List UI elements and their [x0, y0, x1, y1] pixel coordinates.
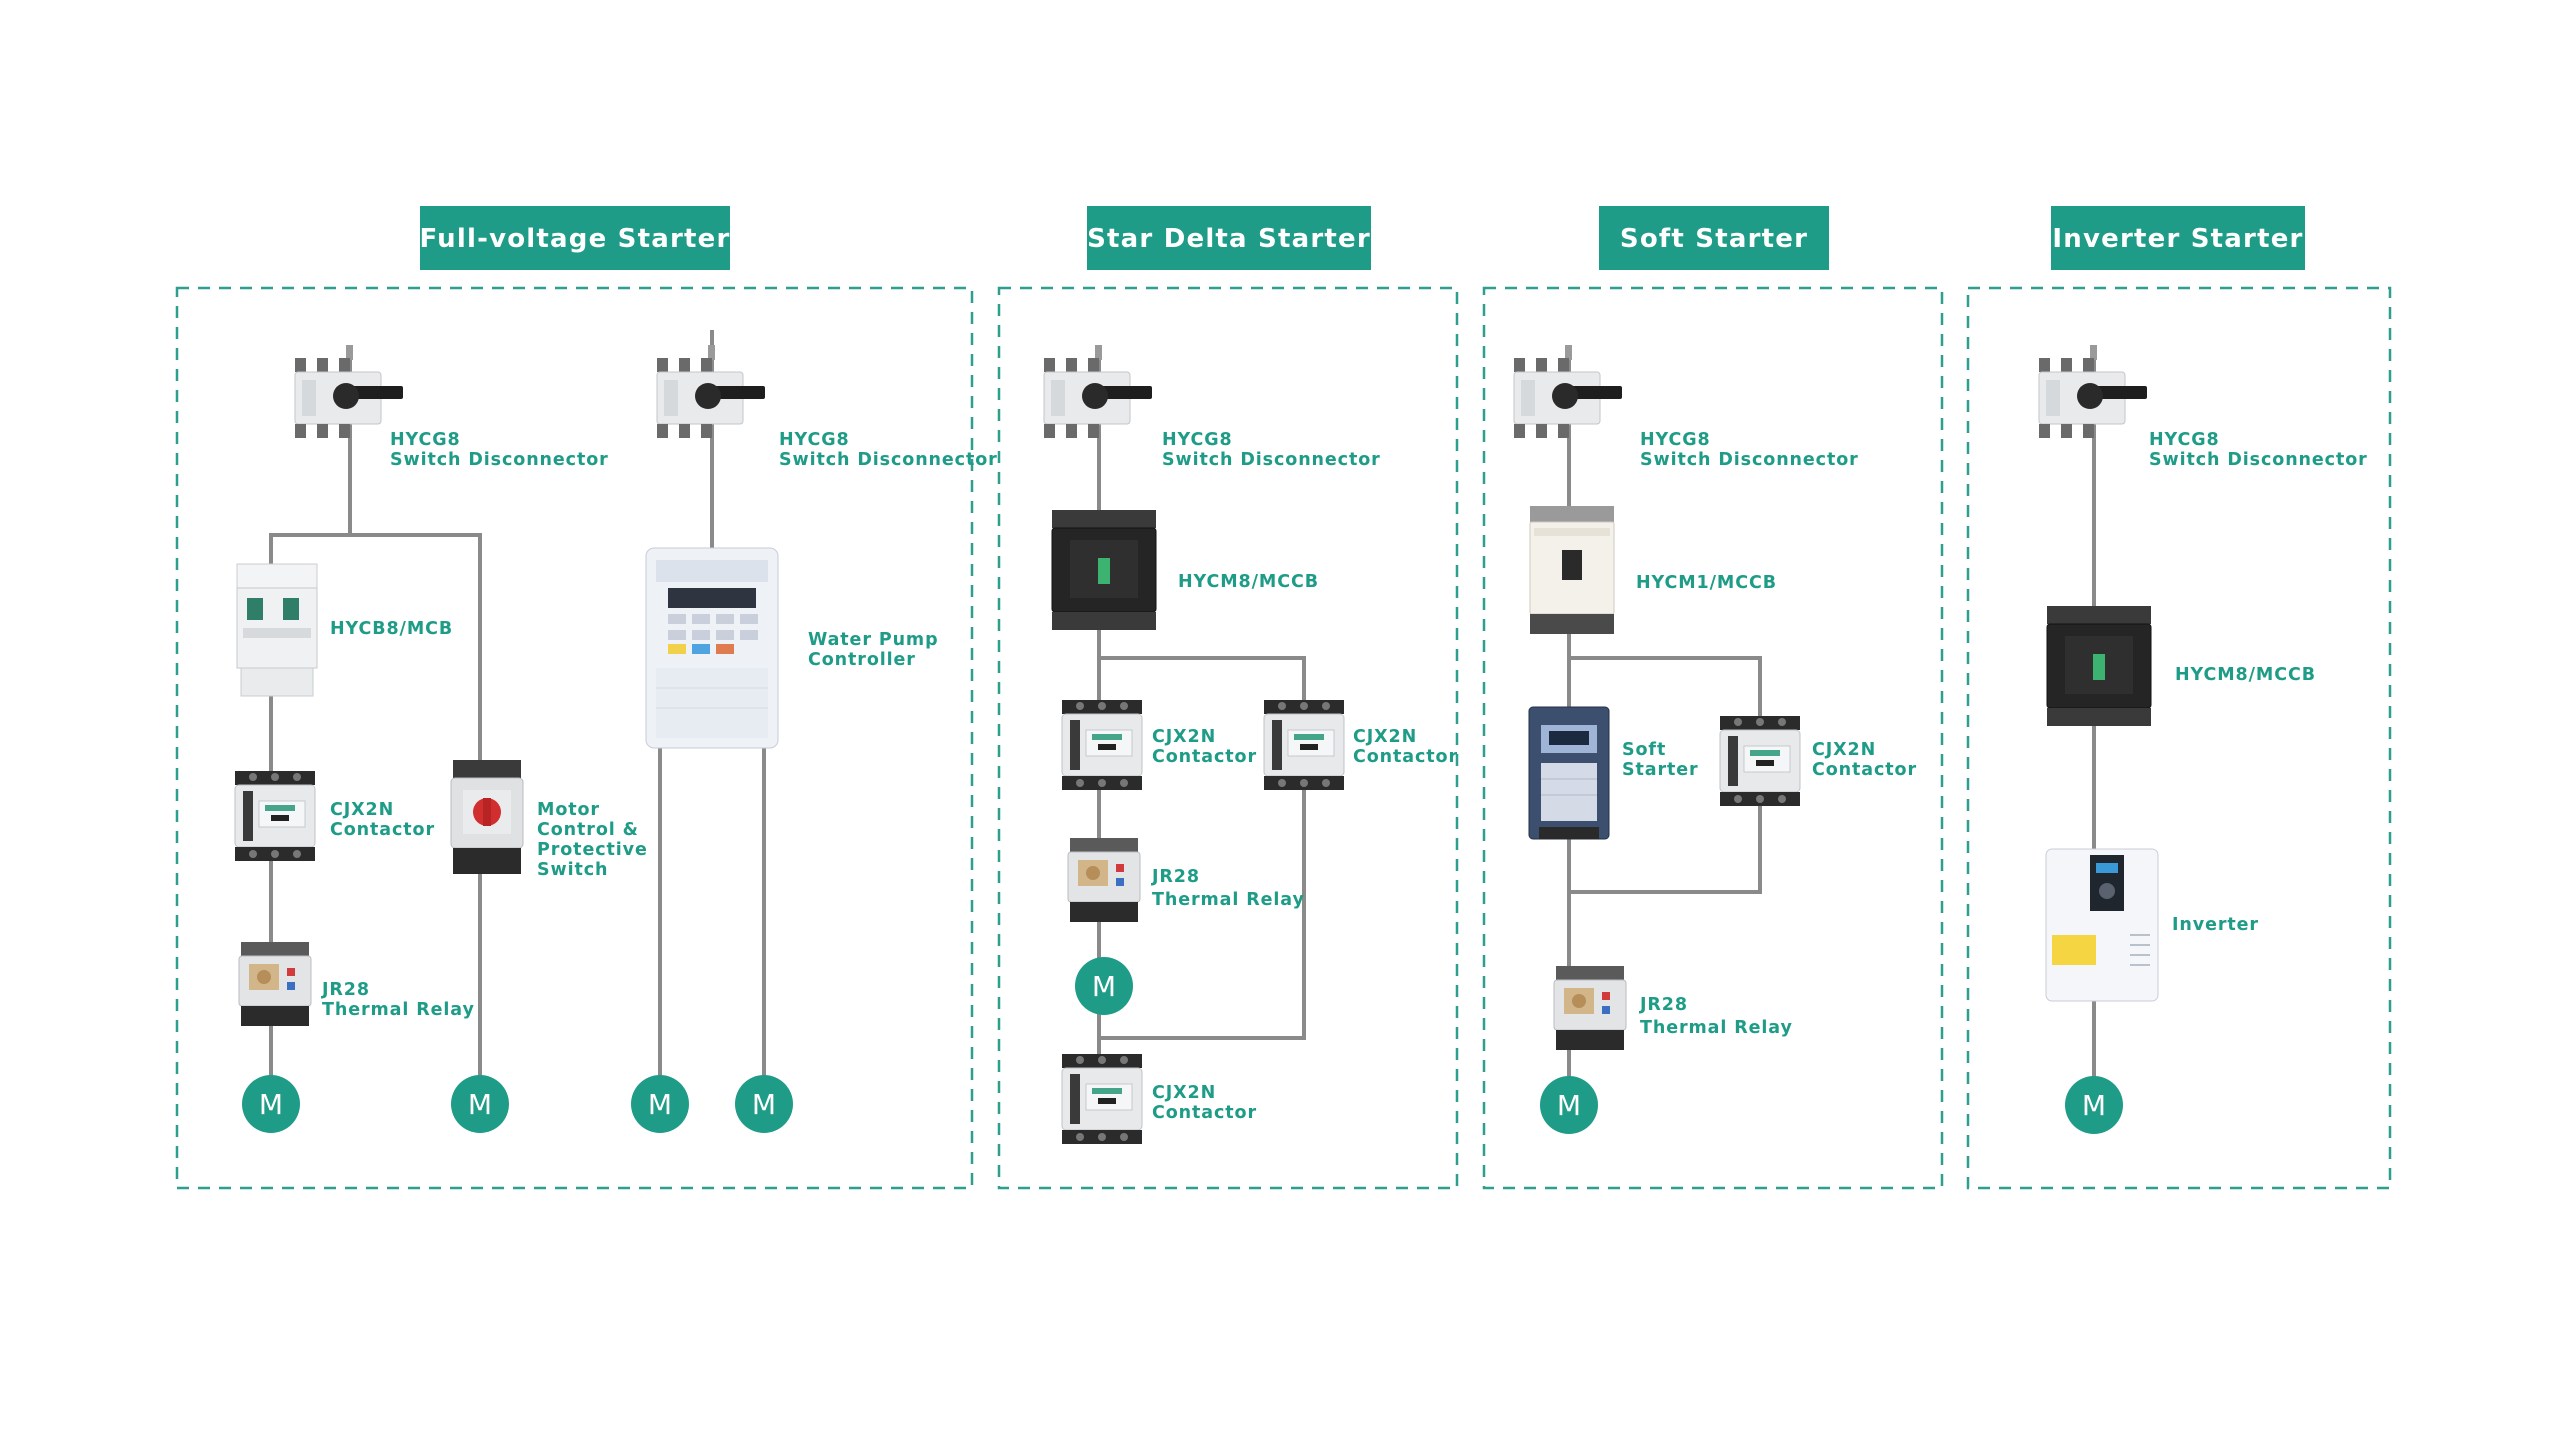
- section-title-text: Star Delta Starter: [1087, 224, 1371, 254]
- relay-name-label: JR28: [321, 980, 370, 1000]
- motor-control-label-line1: Motor: [537, 800, 600, 820]
- contactor-type-label: Contactor: [1353, 747, 1458, 767]
- relay-name-label: JR28: [1151, 867, 1200, 887]
- frame-soft-starter: [1482, 286, 1944, 1190]
- motor-icon: M: [1075, 957, 1133, 1015]
- contactor-type-label: Contactor: [1152, 747, 1257, 767]
- soft-starter-label-line2: Starter: [1622, 760, 1699, 780]
- water-pump-label-line1: Water Pump: [808, 630, 939, 650]
- switch-disconnector-icon: [2038, 344, 2148, 439]
- motor-label: M: [648, 1088, 672, 1121]
- relay-type-label: Thermal Relay: [1152, 890, 1305, 910]
- contactor-name-label: CJX2N: [330, 800, 394, 820]
- frame-inverter: [1966, 286, 2392, 1190]
- switch-type-label: Switch Disconnector: [2149, 450, 2368, 470]
- mccb-icon: [1529, 505, 1615, 635]
- section-title-inverter: Inverter Starter: [2051, 206, 2305, 270]
- thermal-relay-icon: [238, 941, 312, 1027]
- motor-icon: M: [242, 1075, 300, 1133]
- motor-control-label-line3: Protective: [537, 840, 648, 860]
- water-pump-controller-icon: [645, 547, 779, 749]
- mccb-label: HYCM8/MCCB: [2175, 665, 2316, 685]
- switch-disconnector-icon: [294, 344, 404, 439]
- switch-disconnector-icon: [1043, 344, 1153, 439]
- contactor-icon: [1263, 699, 1345, 791]
- frame-star-delta: [997, 286, 1459, 1190]
- mccb-icon: [2046, 605, 2152, 727]
- contactor-type-label: Contactor: [1152, 1103, 1257, 1123]
- soft-starter-icon: [1528, 706, 1610, 840]
- contactor-name-label: CJX2N: [1152, 1083, 1216, 1103]
- motor-icon: M: [451, 1075, 509, 1133]
- motor-label: M: [1092, 970, 1116, 1003]
- switch-type-label: Switch Disconnector: [390, 450, 609, 470]
- soft-starter-label-line1: Soft: [1622, 740, 1666, 760]
- mccb-icon: [1051, 509, 1157, 631]
- contactor-name-label: CJX2N: [1812, 740, 1876, 760]
- motor-label: M: [468, 1088, 492, 1121]
- motor-label: M: [259, 1088, 283, 1121]
- motor-label: M: [1557, 1089, 1581, 1122]
- switch-name-label: HYCG8: [1640, 430, 1711, 450]
- motor-icon: M: [1540, 1076, 1598, 1134]
- thermal-relay-icon: [1553, 965, 1627, 1051]
- inverter-label: Inverter: [2172, 915, 2259, 935]
- inverter-icon: [2045, 848, 2159, 1002]
- section-title-soft-starter: Soft Starter: [1599, 206, 1829, 270]
- switch-name-label: HYCG8: [390, 430, 461, 450]
- motor-label: M: [752, 1088, 776, 1121]
- switch-type-label: Switch Disconnector: [779, 450, 998, 470]
- section-title-text: Soft Starter: [1620, 224, 1808, 254]
- thermal-relay-icon: [1067, 837, 1141, 923]
- relay-type-label: Thermal Relay: [1640, 1018, 1793, 1038]
- mccb-label: HYCM8/MCCB: [1178, 572, 1319, 592]
- contactor-name-label: CJX2N: [1152, 727, 1216, 747]
- mccb-label: HYCM1/MCCB: [1636, 573, 1777, 593]
- contactor-type-label: Contactor: [1812, 760, 1917, 780]
- motor-icon: M: [631, 1075, 689, 1133]
- section-title-full-voltage: Full-voltage Starter: [420, 206, 731, 270]
- motor-control-label-line2: Control &: [537, 820, 639, 840]
- contactor-name-label: CJX2N: [1353, 727, 1417, 747]
- motor-icon: M: [735, 1075, 793, 1133]
- switch-name-label: HYCG8: [779, 430, 850, 450]
- switch-type-label: Switch Disconnector: [1640, 450, 1859, 470]
- relay-type-label: Thermal Relay: [322, 1000, 475, 1020]
- mcb-label: HYCB8/MCB: [330, 619, 453, 639]
- motor-icon: M: [2065, 1076, 2123, 1134]
- contactor-icon: [1719, 715, 1801, 807]
- mcb-icon: [236, 563, 318, 697]
- motor-label: M: [2082, 1089, 2106, 1122]
- motor-control-label-line4: Switch: [537, 860, 608, 880]
- section-title-text: Full-voltage Starter: [420, 224, 731, 254]
- switch-type-label: Switch Disconnector: [1162, 450, 1381, 470]
- frame-full-voltage: [175, 286, 974, 1190]
- motor-protective-switch-icon: [450, 759, 524, 875]
- switch-name-label: HYCG8: [1162, 430, 1233, 450]
- switch-name-label: HYCG8: [2149, 430, 2220, 450]
- water-pump-label-line2: Controller: [808, 650, 916, 670]
- switch-disconnector-icon: [1513, 344, 1623, 439]
- section-title-text: Inverter Starter: [2052, 224, 2303, 254]
- contactor-type-label: Contactor: [330, 820, 435, 840]
- contactor-icon: [1061, 699, 1143, 791]
- contactor-icon: [234, 770, 316, 862]
- section-title-star-delta: Star Delta Starter: [1087, 206, 1371, 270]
- switch-disconnector-icon: [656, 344, 766, 439]
- relay-name-label: JR28: [1639, 995, 1688, 1015]
- contactor-icon: [1061, 1053, 1143, 1145]
